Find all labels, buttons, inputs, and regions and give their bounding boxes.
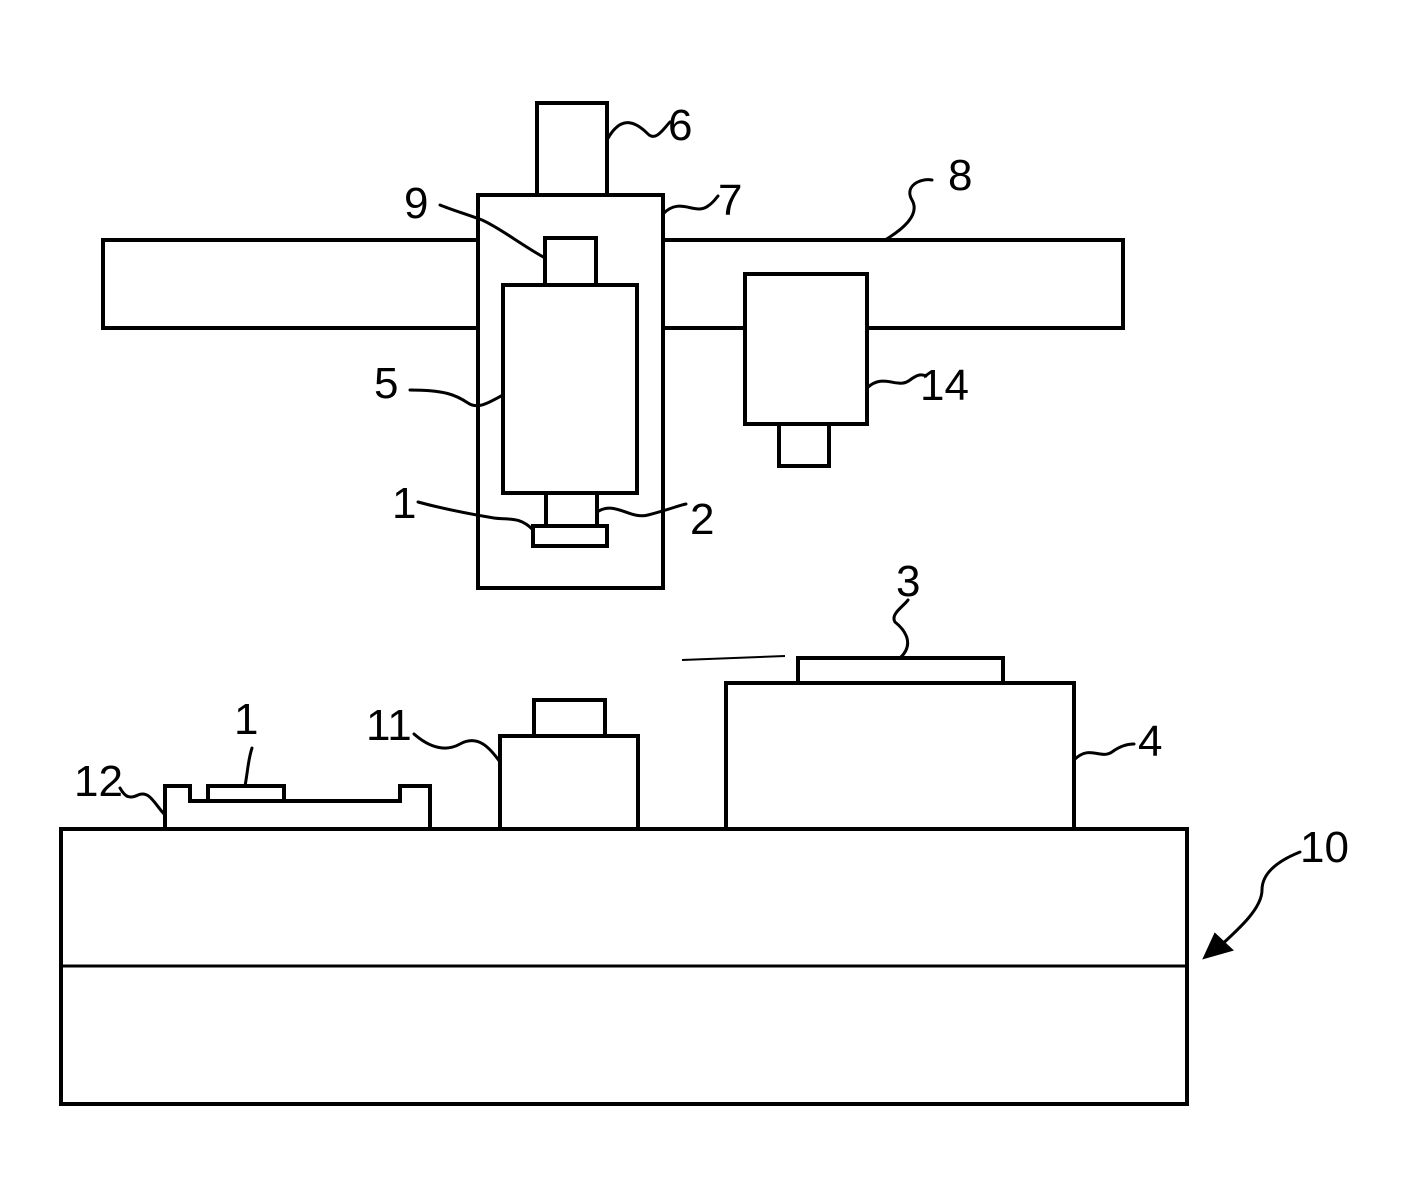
leader-3 (894, 600, 908, 658)
head-body (503, 285, 637, 493)
ref-label-10: 10 (1300, 823, 1349, 872)
workpiece (798, 658, 1003, 683)
camera-body (745, 274, 867, 424)
ref-label-5: 5 (374, 359, 398, 408)
recognition-unit (500, 736, 638, 829)
recognition-lens (534, 700, 605, 736)
tray-component (208, 786, 284, 801)
top-actuator (537, 103, 607, 198)
ref-label-6: 6 (668, 101, 692, 150)
stage (726, 683, 1074, 829)
held-component (533, 526, 607, 546)
ref-label-1-head: 1 (392, 479, 416, 528)
leader-12 (120, 788, 165, 815)
leader-7 (663, 196, 718, 214)
ref-label-3: 3 (896, 557, 920, 606)
leader-10 (1218, 852, 1300, 948)
ref-label-4: 4 (1138, 717, 1162, 766)
ref-label-8: 8 (948, 151, 972, 200)
leader-8 (885, 180, 932, 240)
suction-nozzle (546, 493, 597, 526)
ref-label-1-tray: 1 (234, 695, 258, 744)
ref-label-11: 11 (366, 701, 412, 750)
ref-label-2: 2 (690, 495, 714, 544)
stray-line (682, 656, 785, 660)
leader-11 (414, 734, 500, 762)
leader-1-tray (245, 748, 252, 786)
leader-14 (867, 375, 926, 388)
camera-lens (779, 424, 829, 466)
ref-label-7: 7 (718, 176, 742, 225)
leader-6 (607, 122, 670, 140)
shaft (545, 238, 596, 288)
leader-4 (1074, 744, 1134, 760)
ref-label-12: 12 (74, 757, 123, 806)
component-tray (165, 786, 430, 829)
ref-label-14: 14 (920, 361, 969, 410)
ref-label-9: 9 (404, 179, 428, 228)
